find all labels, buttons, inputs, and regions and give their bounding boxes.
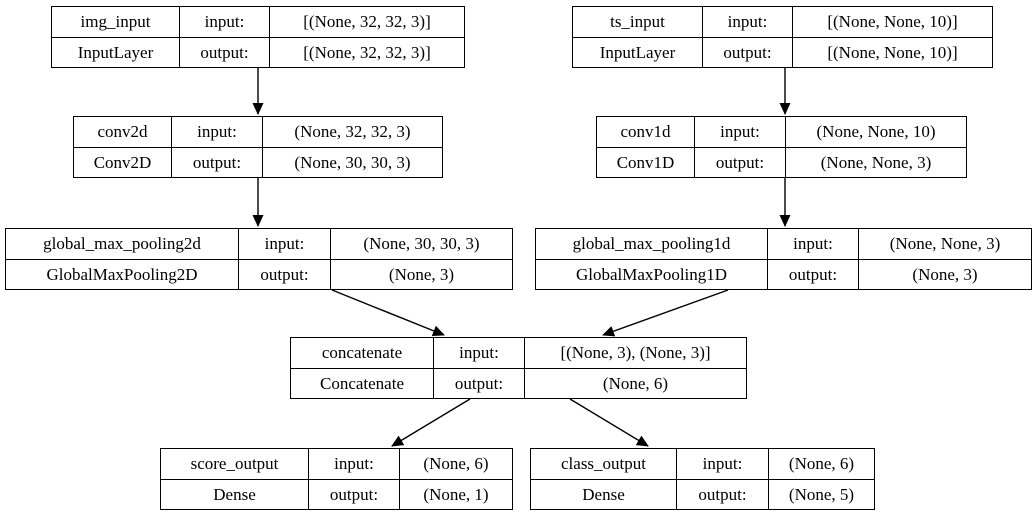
layer-class: GlobalMaxPooling1D <box>536 259 767 289</box>
layer-node-conv2d: conv2d input: (None, 32, 32, 3) Conv2D o… <box>73 116 443 178</box>
layer-node-global_max_pooling2d: global_max_pooling2d input: (None, 30, 3… <box>5 228 513 290</box>
input-label: input: <box>238 229 330 259</box>
layer-node-conv1d: conv1d input: (None, None, 10) Conv1D ou… <box>596 116 967 178</box>
layer-class: InputLayer <box>52 37 179 67</box>
edge-global_max_pooling1d-concatenate <box>602 289 729 337</box>
output-label: output: <box>308 479 399 509</box>
output-shape: (None, 3) <box>858 259 1031 289</box>
input-label: input: <box>179 7 269 37</box>
output-shape: (None, 30, 30, 3) <box>262 147 442 177</box>
output-shape: (None, 3) <box>330 259 512 289</box>
input-label: input: <box>308 449 399 479</box>
edge-global_max_pooling2d-concatenate <box>331 289 445 337</box>
input-shape: (None, 32, 32, 3) <box>262 117 442 147</box>
input-shape: [(None, 32, 32, 3)] <box>269 7 464 37</box>
layer-node-score_output: score_output input: (None, 6) Dense outp… <box>160 448 513 510</box>
output-shape: (None, 6) <box>524 368 746 398</box>
output-label: output: <box>179 37 269 67</box>
layer-class: Conv2D <box>74 147 171 177</box>
layer-class: Concatenate <box>291 368 433 398</box>
output-label: output: <box>676 479 768 509</box>
edge-concatenate-class_output <box>569 398 649 447</box>
layer-node-concatenate: concatenate input: [(None, 3), (None, 3)… <box>290 337 747 399</box>
layer-class: InputLayer <box>573 37 702 67</box>
layer-name: global_max_pooling2d <box>43 234 201 253</box>
layer-node-global_max_pooling1d: global_max_pooling1d input: (None, None,… <box>535 228 1032 290</box>
output-label: output: <box>702 37 792 67</box>
input-shape: (None, 30, 30, 3) <box>330 229 512 259</box>
input-shape: [(None, None, 10)] <box>792 7 992 37</box>
output-label: output: <box>171 147 262 177</box>
layer-name: conv2d <box>97 122 148 141</box>
layer-class: Dense <box>161 479 308 509</box>
input-shape: [(None, 3), (None, 3)] <box>524 338 746 368</box>
layer-node-ts_input: ts_input input: [(None, None, 10)] Input… <box>572 6 993 68</box>
input-label: input: <box>767 229 858 259</box>
output-shape: (None, 1) <box>399 479 512 509</box>
layer-class: Conv1D <box>597 147 694 177</box>
output-label: output: <box>694 147 785 177</box>
layer-node-img_input: img_input input: [(None, 32, 32, 3)] Inp… <box>51 6 465 68</box>
layer-name: class_output <box>561 454 646 473</box>
output-label: output: <box>767 259 858 289</box>
input-label: input: <box>676 449 768 479</box>
layer-name: conv1d <box>620 122 671 141</box>
layer-class: GlobalMaxPooling2D <box>6 259 238 289</box>
output-label: output: <box>238 259 330 289</box>
layer-name: ts_input <box>610 12 665 31</box>
input-shape: (None, None, 3) <box>858 229 1031 259</box>
input-shape: (None, 6) <box>399 449 512 479</box>
layer-class: Dense <box>531 479 676 509</box>
input-shape: (None, None, 10) <box>785 117 966 147</box>
edge-concatenate-score_output <box>391 398 471 447</box>
layer-node-class_output: class_output input: (None, 6) Dense outp… <box>530 448 875 510</box>
output-shape: (None, None, 3) <box>785 147 966 177</box>
layer-name: score_output <box>190 454 279 473</box>
input-label: input: <box>702 7 792 37</box>
output-shape: [(None, 32, 32, 3)] <box>269 37 464 67</box>
layer-name: concatenate <box>321 343 403 362</box>
layer-name: img_input <box>80 12 151 31</box>
output-shape: (None, 5) <box>768 479 874 509</box>
input-shape: (None, 6) <box>768 449 874 479</box>
input-label: input: <box>694 117 785 147</box>
input-label: input: <box>171 117 262 147</box>
output-label: output: <box>433 368 524 398</box>
layer-name: global_max_pooling1d <box>572 234 731 253</box>
input-label: input: <box>433 338 524 368</box>
output-shape: [(None, None, 10)] <box>792 37 992 67</box>
